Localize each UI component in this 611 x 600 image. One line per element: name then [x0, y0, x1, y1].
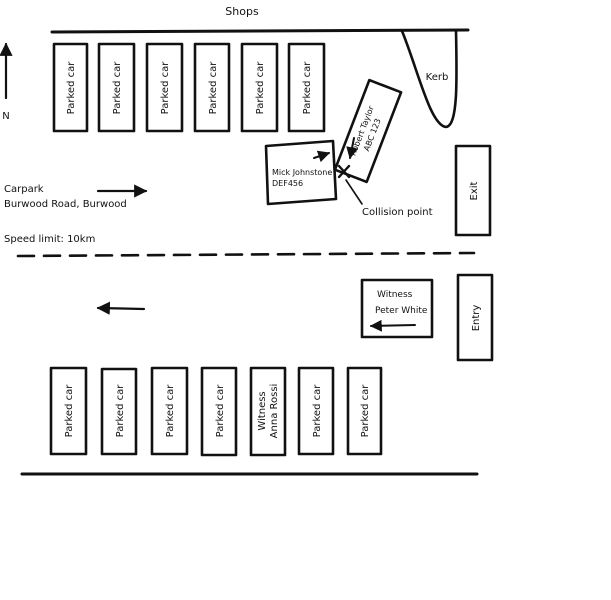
svg-text:Parked car: Parked car: [215, 384, 226, 438]
parked-car: Parked car: [145, 42, 184, 133]
witness-label: Witness: [377, 290, 413, 300]
shops-boundary-line: [50, 28, 470, 34]
parked-car: Parked car: [200, 366, 238, 457]
kerb-outline: [400, 29, 458, 129]
parked-car: Parked car: [150, 366, 189, 456]
parked-car: Parked car: [97, 42, 136, 133]
svg-text:Parked car: Parked car: [208, 61, 219, 115]
carpark-label: Carpark: [4, 184, 44, 195]
traffic-direction-west-arrow: [96, 301, 146, 315]
svg-text:Parked car: Parked car: [115, 384, 126, 438]
parked-car: Parked car: [49, 366, 88, 456]
witness-name: Anna Rossi: [269, 384, 280, 439]
svg-text:Parked car: Parked car: [302, 61, 313, 115]
svg-text:Parked car: Parked car: [160, 61, 171, 115]
kerb-label: Kerb: [426, 72, 449, 83]
svg-text:Entry: Entry: [471, 305, 482, 332]
speed-limit-label: Speed limit: 10km: [4, 234, 95, 245]
parked-car: Parked car: [100, 367, 138, 456]
north-label: N: [2, 111, 9, 122]
top-row-parked-cars: Parked car Parked car Parked car Parked …: [52, 42, 326, 133]
svg-text:Parked car: Parked car: [66, 61, 77, 115]
collision-point-marker: [337, 164, 351, 179]
parked-car: Parked car: [240, 42, 279, 133]
vehicle-mick-johnstone: Mick Johnstone DEF456: [264, 139, 338, 206]
svg-text:Parked car: Parked car: [312, 384, 323, 438]
carpark-address: Burwood Road, Burwood: [4, 199, 127, 210]
svg-text:Parked car: Parked car: [112, 61, 123, 115]
bottom-row-parked-cars: Parked car Parked car Parked car Parked …: [49, 366, 383, 457]
parked-car: Parked car: [193, 42, 231, 133]
entry-box: Entry: [456, 273, 494, 362]
vehicle-robert-taylor: Robert Taylor ABC 123: [333, 78, 403, 184]
parked-car: Parked car: [346, 366, 383, 456]
collision-pointer-line: [345, 179, 363, 205]
license-plate: DEF456: [272, 179, 303, 188]
svg-text:Parked car: Parked car: [165, 384, 176, 438]
robert-taylor-direction-arrow: [346, 137, 359, 160]
svg-text:Exit: Exit: [469, 181, 480, 200]
exit-box: Exit: [454, 144, 492, 237]
direction-arrow: [369, 319, 416, 332]
svg-text:Parked car: Parked car: [64, 384, 75, 438]
svg-text:Parked car: Parked car: [360, 384, 371, 438]
lane-divider-dashed-line: [16, 251, 476, 258]
witness-label: Witness: [257, 391, 268, 430]
driver-name: Mick Johnstone: [272, 168, 332, 177]
parked-car: Parked car: [52, 42, 89, 133]
witness-name: Peter White: [375, 306, 428, 316]
vehicle-witness-peter-white: Witness Peter White: [360, 278, 434, 339]
svg-text:Parked car: Parked car: [255, 61, 266, 115]
parked-car: Parked car: [287, 42, 326, 133]
collision-point-label: Collision point: [362, 207, 433, 218]
shops-label: Shops: [225, 5, 259, 18]
direction-arrow: [313, 150, 331, 163]
witness-anna-rossi: Witness Anna Rossi: [249, 366, 287, 457]
parked-car: Parked car: [297, 366, 335, 456]
